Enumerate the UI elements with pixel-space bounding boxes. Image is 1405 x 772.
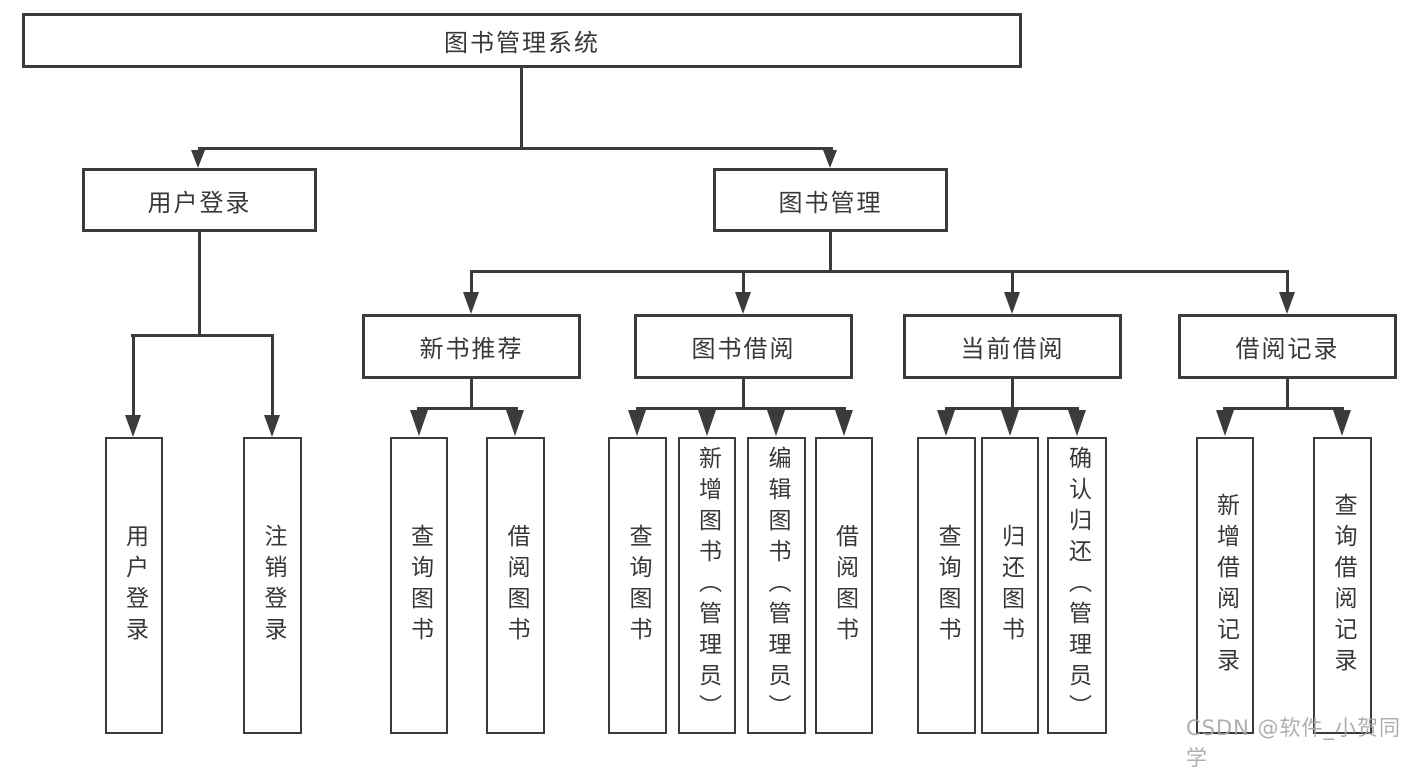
- leaf-label: 用户登录: [121, 523, 148, 648]
- leaf-label: 借阅图书: [831, 523, 858, 648]
- leaf-query-borrow-record: 查询借阅记录: [1313, 437, 1372, 734]
- connector-book-management-branch: [470, 270, 1289, 273]
- leaf-recommend-borrow-book: 借阅图书: [486, 437, 545, 734]
- node-label: 新书推荐: [419, 335, 524, 363]
- connector-shaft-current-borrowing: [1011, 270, 1014, 294]
- arrowhead-to-borrow-book: [835, 410, 853, 436]
- connector-book-management-trunk: [829, 232, 832, 273]
- connector-recommendation-branch: [417, 407, 518, 410]
- leaf-logout: 注销登录: [243, 437, 302, 734]
- connector-borrowing-trunk: [742, 379, 745, 410]
- leaf-label: 编辑图书（管理员）: [764, 446, 790, 725]
- connector-shaft-new-book-recommendation: [470, 270, 473, 294]
- connector-user-login-trunk: [198, 232, 201, 337]
- leaf-return-book: 归还图书: [981, 437, 1039, 734]
- connector-shaft-leaf-user-login: [132, 334, 135, 417]
- arrowhead-to-book-management: [823, 150, 837, 168]
- node-book-borrowing: 图书借阅: [634, 314, 853, 379]
- node-library-management-system: 图书管理系统: [22, 13, 1022, 68]
- connector-recommendation-trunk: [470, 379, 473, 410]
- watermark-text: CSDN @软件_小贺同学: [1186, 716, 1402, 770]
- arrowhead-to-leaf-logout: [264, 415, 280, 437]
- arrowhead-to-add-book-admin: [698, 410, 716, 436]
- leaf-label: 注销登录: [260, 523, 286, 648]
- leaf-add-book-admin: 新增图书（管理员）: [678, 437, 736, 734]
- connector-root-branch: [198, 147, 833, 150]
- leaf-user-login: 用户登录: [105, 437, 163, 734]
- arrowhead-to-user-login: [191, 150, 205, 168]
- leaf-borrow-query-book: 查询图书: [608, 437, 667, 734]
- csdn-watermark: CSDN @软件_小贺同学: [1186, 712, 1405, 772]
- node-label: 用户登录: [147, 188, 252, 217]
- arrowhead-to-current-borrowing: [1004, 292, 1020, 314]
- connector-current-trunk: [1011, 379, 1014, 410]
- leaf-label: 确认归还（管理员）: [1064, 446, 1091, 725]
- leaf-label: 查询图书: [406, 523, 433, 648]
- node-borrowing-records: 借阅记录: [1178, 314, 1397, 379]
- node-new-book-recommendation: 新书推荐: [362, 314, 581, 379]
- connector-shaft-book-borrowing: [742, 270, 745, 294]
- leaf-recommend-query-book: 查询图书: [390, 437, 448, 734]
- connector-root-trunk: [520, 68, 523, 148]
- arrowhead-to-new-book-recommendation: [463, 292, 479, 314]
- arrowhead-to-leaf-user-login: [125, 415, 141, 437]
- connector-records-branch: [1223, 407, 1344, 410]
- leaf-edit-book-admin: 编辑图书（管理员）: [747, 437, 806, 734]
- connector-records-trunk: [1286, 379, 1289, 410]
- arrowhead-to-edit-book-admin: [767, 410, 785, 436]
- node-label: 图书借阅: [691, 335, 796, 363]
- arrowhead-to-confirm-return-admin: [1068, 410, 1086, 436]
- leaf-borrow-book: 借阅图书: [815, 437, 873, 734]
- node-label: 图书管理: [778, 188, 883, 217]
- leaf-label: 查询图书: [934, 523, 960, 648]
- arrowhead-to-book-borrowing: [735, 292, 751, 314]
- node-user-login: 用户登录: [82, 168, 317, 232]
- leaf-label: 借阅图书: [503, 523, 529, 648]
- arrowhead-to-recommend-borrow-book: [506, 410, 524, 436]
- arrowhead-to-recommend-query-book: [410, 410, 428, 436]
- connector-shaft-leaf-logout: [271, 334, 274, 417]
- leaf-label: 查询借阅记录: [1330, 492, 1356, 679]
- node-label: 图书管理系统: [444, 29, 600, 57]
- connector-user-login-branch: [131, 334, 274, 337]
- leaf-label: 归还图书: [997, 523, 1024, 648]
- node-label: 借阅记录: [1235, 335, 1340, 363]
- arrowhead-to-borrowing-records: [1279, 292, 1295, 314]
- connector-shaft-borrowing-records: [1286, 270, 1289, 294]
- connector-borrowing-branch: [636, 407, 846, 410]
- node-current-borrowing: 当前借阅: [903, 314, 1122, 379]
- diagram-canvas: 图书管理系统 用户登录 图书管理 新书推荐 图书借阅 当前借阅 借阅记录: [22, 13, 1400, 770]
- leaf-label: 新增借阅记录: [1212, 492, 1239, 679]
- arrowhead-to-current-query-book: [937, 410, 955, 436]
- leaf-add-borrow-record: 新增借阅记录: [1196, 437, 1254, 734]
- leaf-label: 新增图书（管理员）: [694, 446, 721, 725]
- arrowhead-to-add-borrow-record: [1216, 410, 1234, 436]
- leaf-label: 查询图书: [625, 523, 651, 648]
- leaf-confirm-return-admin: 确认归还（管理员）: [1047, 437, 1107, 734]
- arrowhead-to-query-borrow-record: [1333, 410, 1351, 436]
- arrowhead-to-return-book: [1001, 410, 1019, 436]
- connector-current-branch: [945, 407, 1079, 410]
- node-label: 当前借阅: [960, 335, 1065, 363]
- node-book-management: 图书管理: [713, 168, 948, 232]
- arrowhead-to-borrow-query-book: [628, 410, 646, 436]
- leaf-current-query-book: 查询图书: [917, 437, 976, 734]
